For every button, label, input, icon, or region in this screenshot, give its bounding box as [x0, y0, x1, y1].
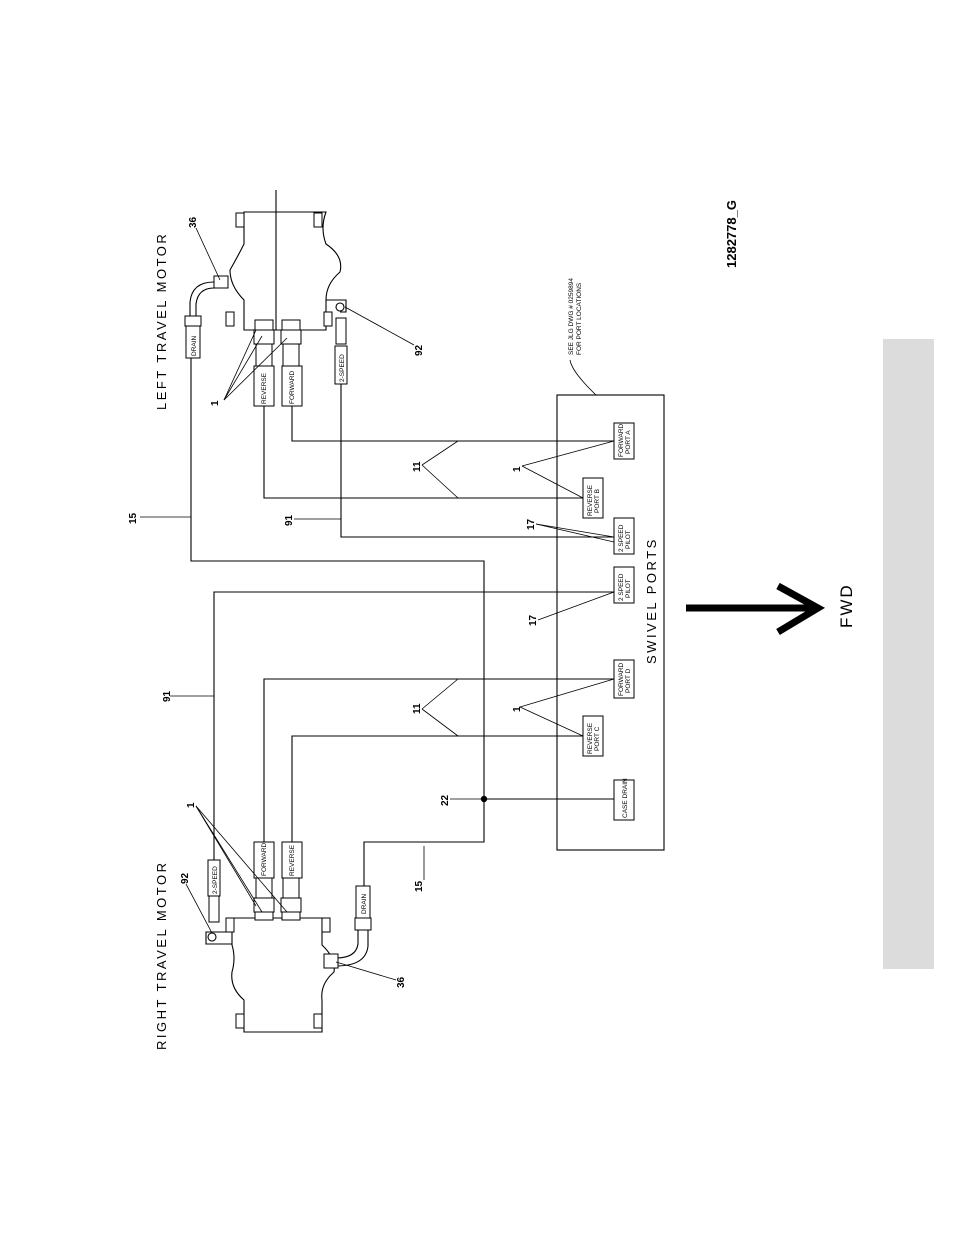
left-forward-label: FORWARD [289, 370, 296, 404]
svg-text:PILOT: PILOT [625, 530, 632, 549]
callout-91-top: 91 [284, 514, 295, 526]
left-2speed-label: 2-SPEED [339, 354, 346, 382]
port-forward-d: FORWARD PORT D [613, 659, 635, 699]
port-case-drain: CASE DRAIN [613, 778, 635, 821]
right-drain-label: DRAIN [361, 893, 368, 914]
left-motor-title: LEFT TRAVEL MOTOR [154, 232, 169, 410]
callout-15-bot: 15 [414, 880, 425, 892]
callout-1-mid-top: 1 [512, 466, 523, 472]
svg-text:PILOT: PILOT [625, 579, 632, 598]
swivel-note-2: FOR PORT LOCATIONS [576, 282, 583, 355]
svg-text:PORT D: PORT D [625, 668, 632, 693]
leader-lines [140, 227, 615, 981]
right-forward-label: FORWARD [261, 842, 268, 876]
swivel-note-1: SEE JLG DWG # 0259894 [568, 278, 575, 355]
callout-1-bot: 1 [186, 802, 197, 808]
svg-text:FORWARD: FORWARD [618, 423, 625, 457]
svg-text:PORT C: PORT C [594, 726, 601, 751]
swivel-box [556, 394, 665, 851]
left-drain-label: DRAIN [191, 335, 198, 356]
port-reverse-b: REVERSE PORT B [582, 477, 604, 519]
svg-text:REVERSE: REVERSE [587, 484, 594, 516]
callout-91-bot: 91 [162, 690, 173, 702]
side-strip [883, 339, 934, 969]
callout-11-top: 11 [412, 461, 423, 472]
callout-1-mid-bot: 1 [512, 706, 523, 712]
callout-17-top: 17 [526, 518, 537, 530]
port-forward-a: FORWARD PORT A [613, 422, 635, 460]
right-2speed-label: 2-SPEED [212, 866, 219, 894]
right-reverse-label: REVERSE [289, 844, 296, 876]
drawing-number: 1282778_G [724, 200, 739, 268]
swivel-title: SWIVEL PORTS [644, 537, 659, 664]
svg-text:2 SPEED: 2 SPEED [618, 524, 625, 552]
callout-36-top: 36 [188, 216, 199, 228]
callout-11-bot: 11 [412, 703, 423, 714]
port-reverse-c: REVERSE PORT C [582, 715, 604, 757]
port-2speed-pilot-left: 2 SPEED PILOT [613, 517, 635, 555]
svg-text:2 SPEED: 2 SPEED [618, 573, 625, 601]
callout-92-top: 92 [414, 344, 425, 356]
callout-1-top: 1 [210, 400, 221, 406]
callout-15-top: 15 [128, 512, 139, 524]
left-travel-motor: DRAIN REVERSE FORWARD 2-SPEED [184, 190, 348, 407]
fwd-label: FWD [837, 583, 856, 628]
svg-text:PORT A: PORT A [625, 430, 632, 454]
callout-22: 22 [440, 794, 451, 806]
svg-text:CASE DRAIN: CASE DRAIN [622, 778, 629, 818]
callout-92-bot: 92 [180, 872, 191, 884]
port-2speed-pilot-right: 2 SPEED PILOT [613, 566, 635, 604]
right-travel-motor: FORWARD REVERSE 2-SPEED DRAIN [205, 841, 372, 1033]
left-reverse-label: REVERSE [261, 372, 268, 404]
callout-17-mid: 17 [528, 614, 539, 626]
fwd-arrow [686, 582, 826, 636]
svg-text:REVERSE: REVERSE [587, 722, 594, 754]
svg-text:FORWARD: FORWARD [618, 662, 625, 696]
svg-text:PORT B: PORT B [594, 489, 601, 513]
right-motor-title: RIGHT TRAVEL MOTOR [154, 861, 169, 1050]
hose-lines [190, 358, 614, 886]
callout-36-bot: 36 [396, 976, 407, 988]
